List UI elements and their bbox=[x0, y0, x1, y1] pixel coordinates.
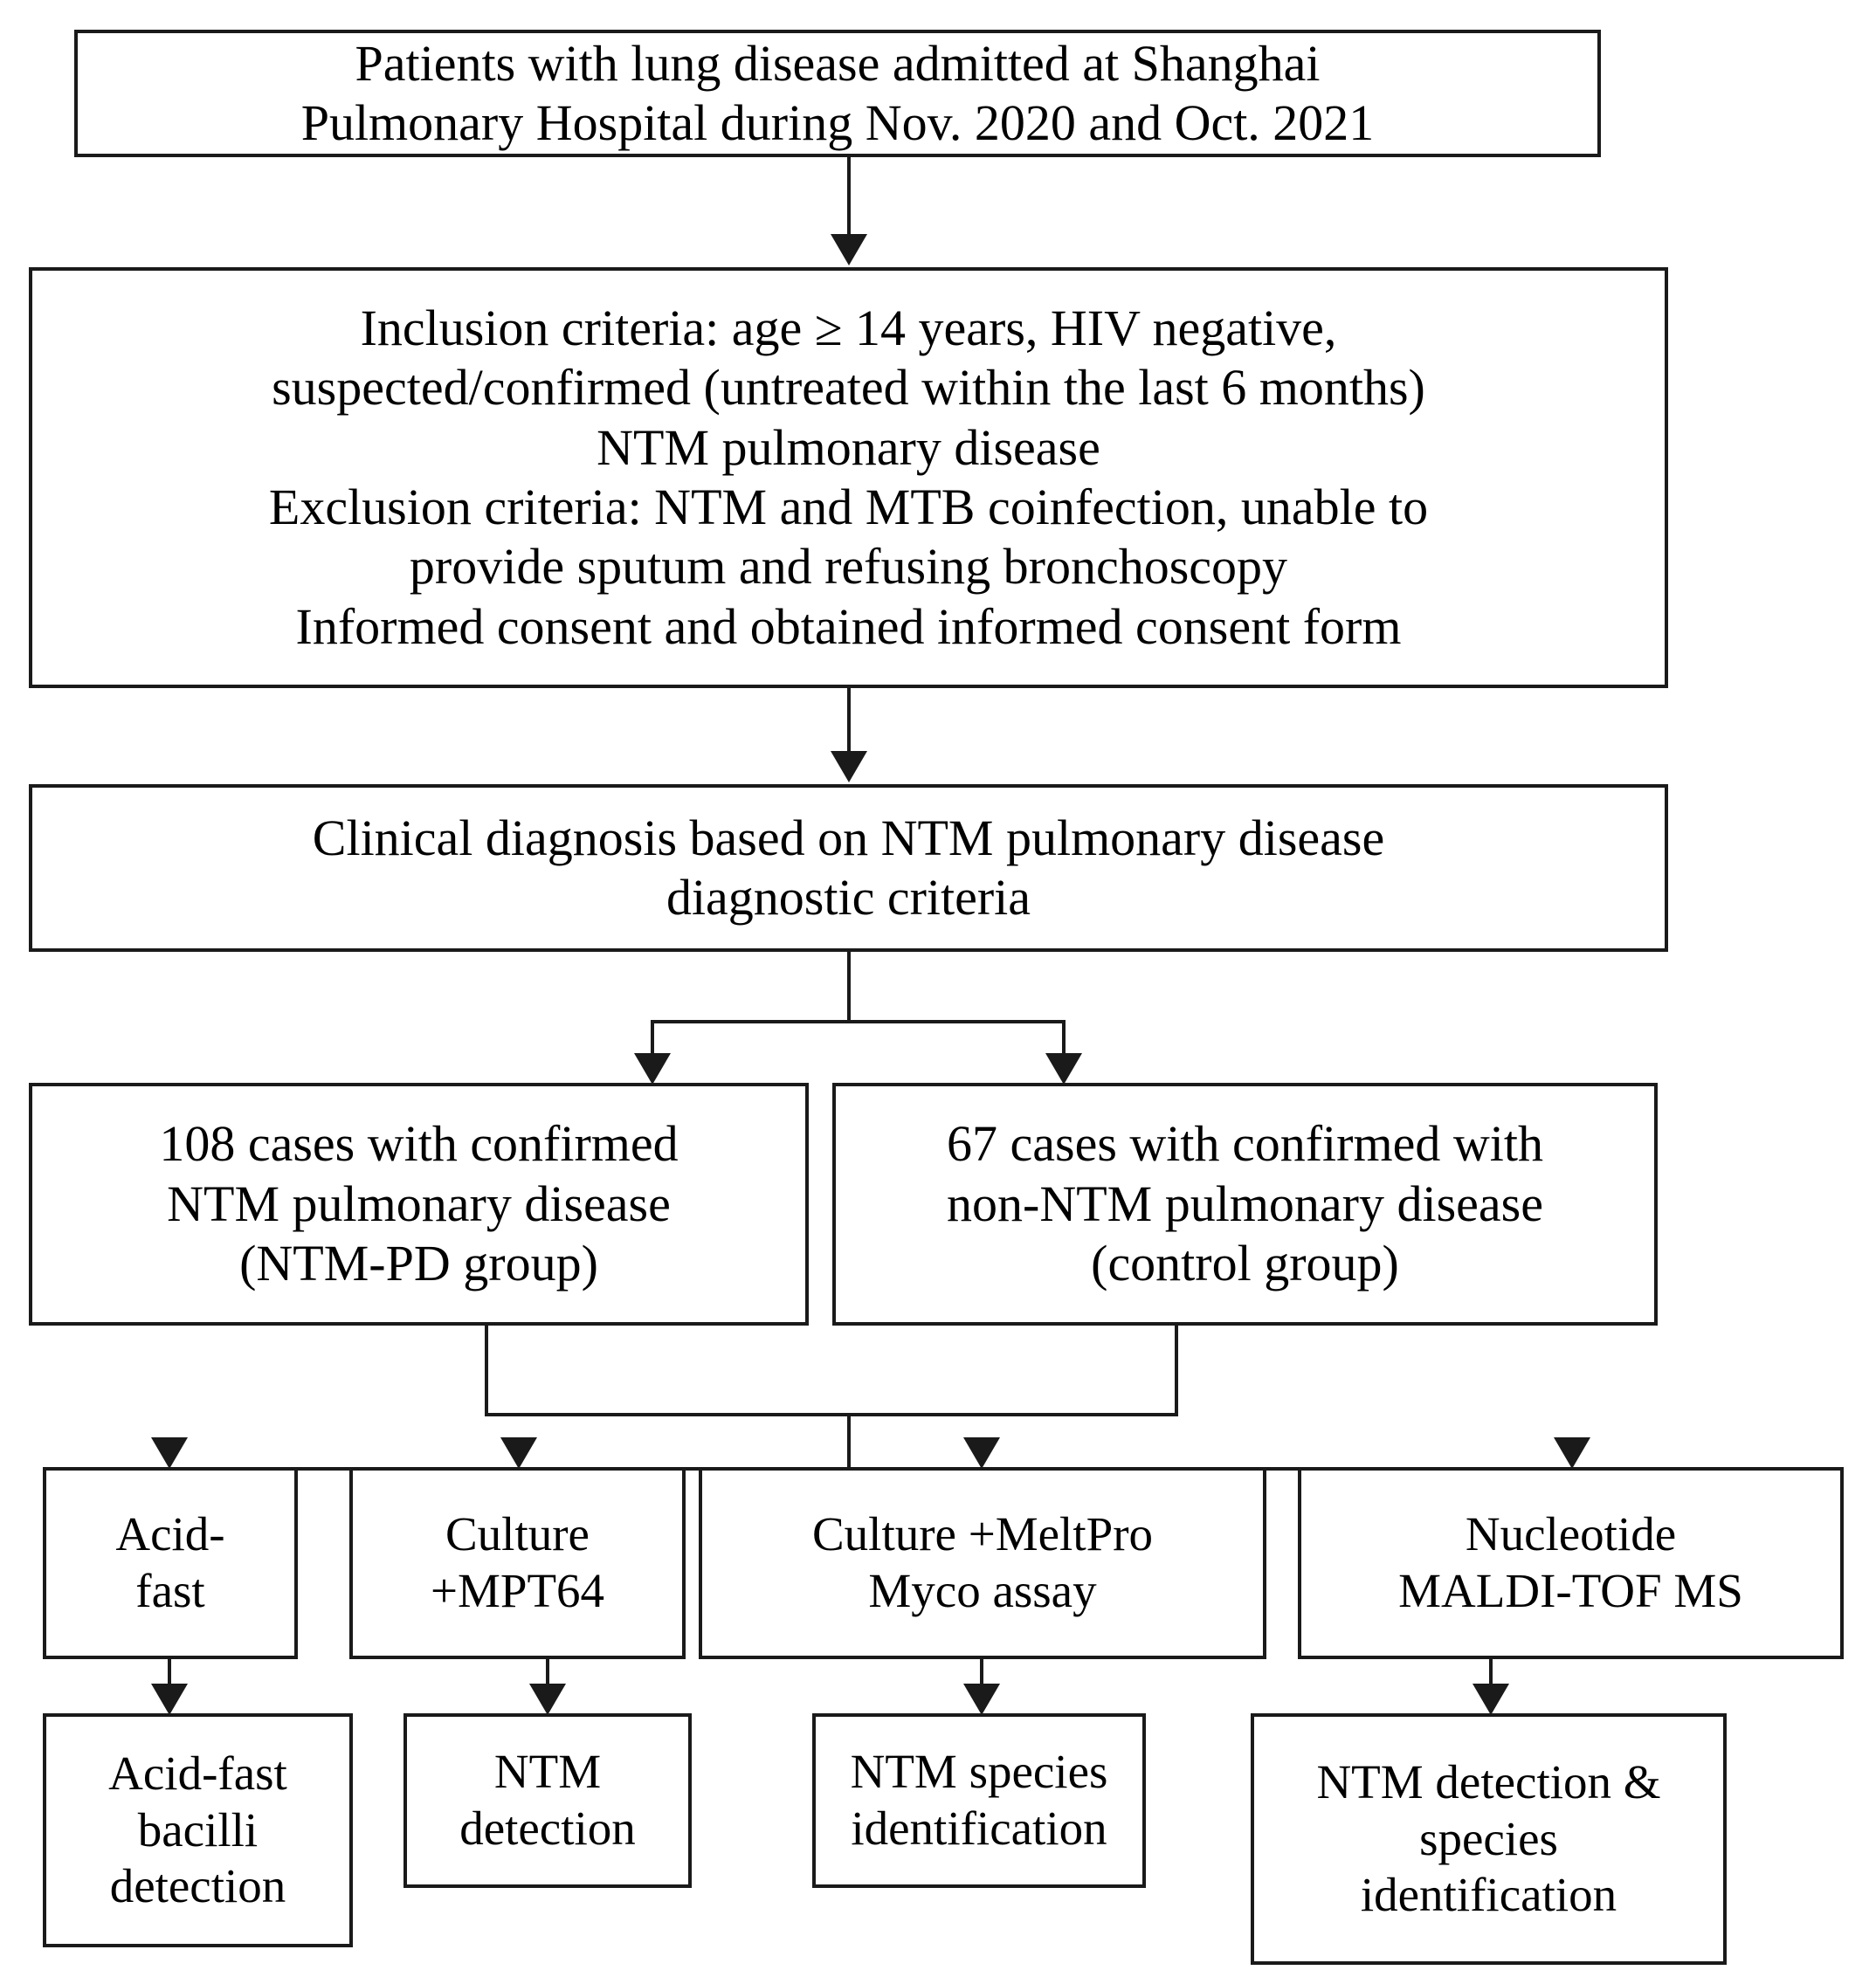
connector-method-3-to-result-3 bbox=[980, 1659, 983, 1689]
node-method-nucleotide-maldi: Nucleotide MALDI-TOF MS bbox=[1298, 1467, 1844, 1659]
arrowhead-diagnosis-to-ntmpd bbox=[634, 1053, 671, 1085]
node-source-population: Patients with lung disease admitted at S… bbox=[74, 30, 1601, 157]
node-method-culture-mpt64: Culture +MPT64 bbox=[349, 1467, 686, 1659]
node-method-acid-fast: Acid- fast bbox=[43, 1467, 298, 1659]
connector-diagnosis-bus bbox=[651, 1020, 1066, 1023]
connector-control-down bbox=[1175, 1326, 1178, 1416]
arrowhead-criteria-to-diagnosis bbox=[831, 751, 867, 782]
node-result-ntm-detection-label: NTM detection bbox=[459, 1745, 636, 1855]
arrowhead-method-2-to-result-2 bbox=[529, 1684, 566, 1715]
connector-ntmpd-down bbox=[485, 1326, 488, 1416]
node-ntmpd-group: 108 cases with confirmed NTM pulmonary d… bbox=[29, 1083, 809, 1326]
node-result-ntm-species-identification-label: NTM species identification bbox=[850, 1745, 1108, 1855]
arrowhead-diagnosis-to-control bbox=[1045, 1053, 1082, 1085]
arrowhead-method-3-to-result-3 bbox=[963, 1684, 1000, 1715]
connector-criteria-to-diagnosis bbox=[847, 688, 851, 754]
arrowhead-method-1-to-result-1 bbox=[151, 1684, 188, 1715]
arrowhead-bus-to-method-4 bbox=[1554, 1437, 1590, 1469]
node-ntmpd-group-label: 108 cases with confirmed NTM pulmonary d… bbox=[159, 1115, 679, 1292]
node-method-culture-meltpro-label: Culture +MeltPro Myco assay bbox=[811, 1507, 1154, 1617]
connector-merge-stem bbox=[847, 1413, 851, 1471]
connector-method-4-to-result-4 bbox=[1489, 1659, 1493, 1689]
node-result-acid-fast-bacilli-label: Acid-fast bacilli detection bbox=[108, 1746, 287, 1913]
arrowhead-bus-to-method-1 bbox=[151, 1437, 188, 1469]
node-result-ntm-detection-and-species-label: NTM detection & species identification bbox=[1316, 1754, 1661, 1922]
connector-groups-merge-bus bbox=[485, 1413, 1178, 1416]
arrowhead-bus-to-method-3 bbox=[963, 1437, 1000, 1469]
node-control-group: 67 cases with confirmed with non-NTM pul… bbox=[832, 1083, 1658, 1326]
node-source-population-label: Patients with lung disease admitted at S… bbox=[300, 34, 1375, 151]
node-method-acid-fast-label: Acid- fast bbox=[115, 1507, 225, 1617]
node-result-ntm-species-identification: NTM species identification bbox=[812, 1713, 1146, 1888]
node-result-acid-fast-bacilli: Acid-fast bacilli detection bbox=[43, 1713, 353, 1947]
arrowhead-source-to-criteria bbox=[831, 234, 867, 265]
connector-source-to-criteria bbox=[847, 157, 851, 238]
node-method-nucleotide-maldi-label: Nucleotide MALDI-TOF MS bbox=[1398, 1507, 1743, 1617]
node-method-culture-meltpro: Culture +MeltPro Myco assay bbox=[699, 1467, 1266, 1659]
connector-diagnosis-stem bbox=[847, 952, 851, 1023]
node-inclusion-exclusion-criteria: Inclusion criteria: age ≥ 14 years, HIV … bbox=[29, 267, 1668, 688]
connector-diagnosis-to-control bbox=[1062, 1020, 1066, 1060]
node-control-group-label: 67 cases with confirmed with non-NTM pul… bbox=[947, 1115, 1543, 1292]
node-inclusion-exclusion-criteria-label: Inclusion criteria: age ≥ 14 years, HIV … bbox=[268, 299, 1429, 655]
connector-diagnosis-to-ntmpd bbox=[651, 1020, 654, 1060]
node-clinical-diagnosis-label: Clinical diagnosis based on NTM pulmonar… bbox=[312, 809, 1385, 926]
node-result-ntm-detection-and-species: NTM detection & species identification bbox=[1251, 1713, 1727, 1965]
arrowhead-bus-to-method-2 bbox=[500, 1437, 537, 1469]
node-clinical-diagnosis: Clinical diagnosis based on NTM pulmonar… bbox=[29, 784, 1668, 952]
connector-method-1-to-result-1 bbox=[168, 1659, 171, 1689]
arrowhead-method-4-to-result-4 bbox=[1473, 1684, 1509, 1715]
node-method-culture-mpt64-label: Culture +MPT64 bbox=[430, 1507, 605, 1617]
connector-method-2-to-result-2 bbox=[546, 1659, 549, 1689]
node-result-ntm-detection: NTM detection bbox=[403, 1713, 692, 1888]
